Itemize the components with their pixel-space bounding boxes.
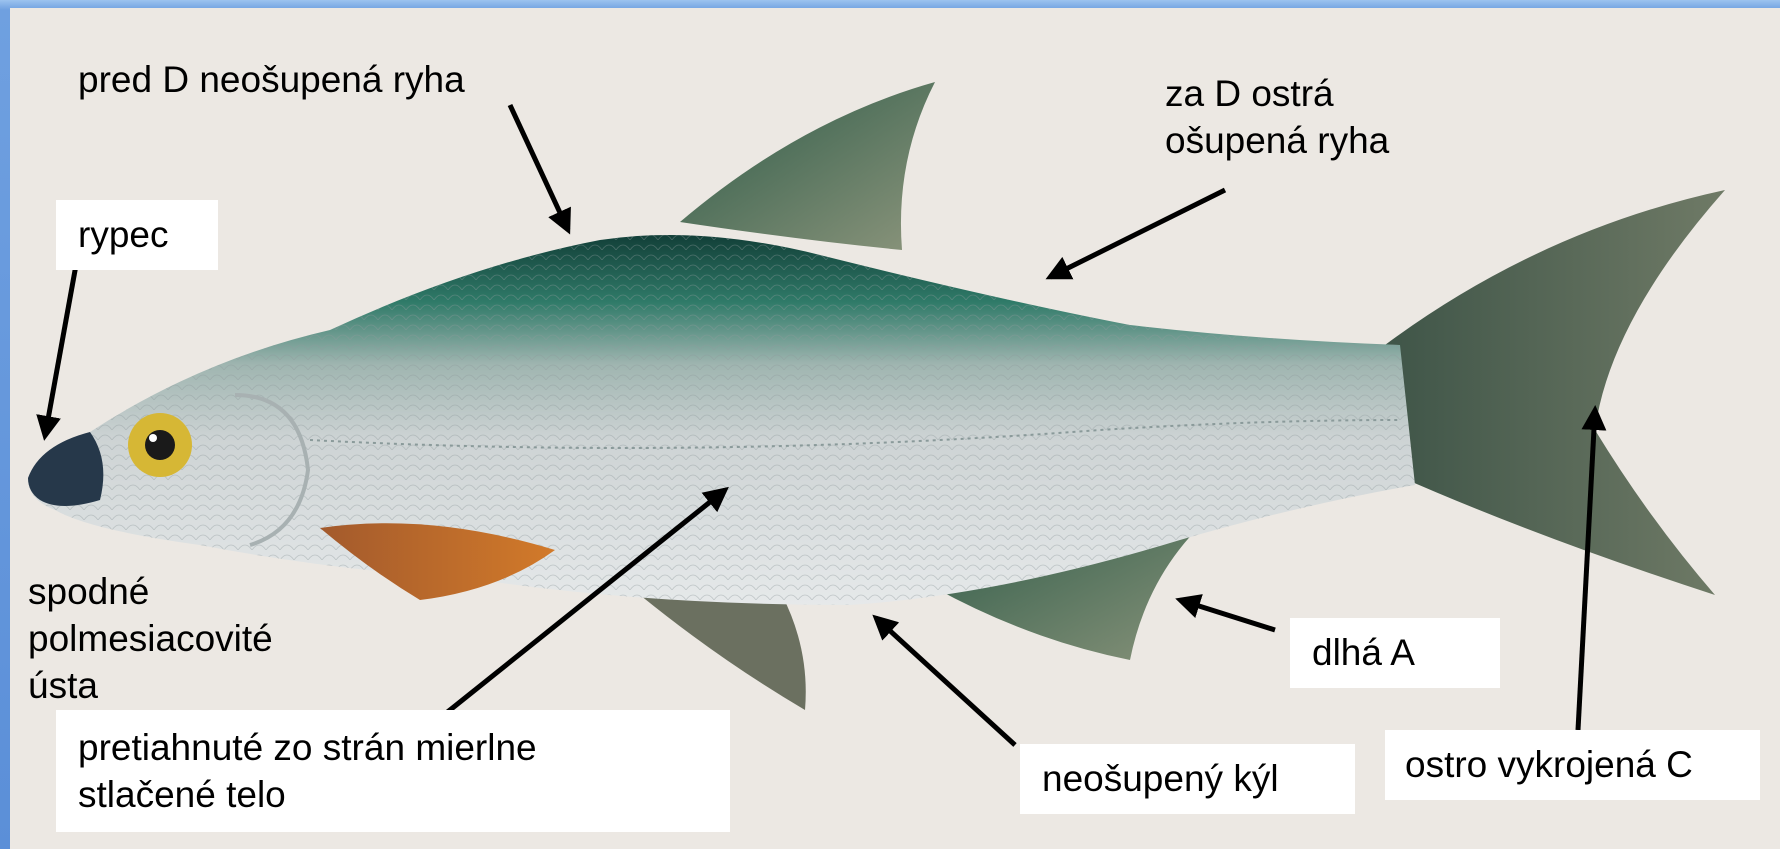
label-caudal-fin: ostro vykrojená C	[1385, 730, 1760, 800]
arrow-snout	[45, 265, 76, 436]
arrow-pre-dorsal	[510, 105, 568, 230]
label-body: pretiahnuté zo strán mierlne stlačené te…	[56, 710, 730, 832]
label-post-dorsal-groove: za D ostrá ošupená ryha	[1165, 70, 1389, 164]
label-pre-dorsal-groove: pred D neošupená ryha	[78, 56, 465, 103]
arrow-keel	[876, 618, 1015, 745]
caudal-fin	[1385, 190, 1725, 595]
label-mouth: spodné polmesiacovité ústa	[28, 568, 273, 709]
label-snout: rypec	[56, 200, 218, 270]
dorsal-fin	[680, 82, 935, 250]
arrow-post-dorsal	[1050, 190, 1225, 277]
label-keel: neošupený kýl	[1020, 744, 1355, 814]
pelvic-fin	[640, 588, 806, 711]
label-anal-fin: dlhá A	[1290, 618, 1500, 688]
arrow-anal-fin	[1180, 600, 1275, 630]
snout	[28, 432, 103, 506]
